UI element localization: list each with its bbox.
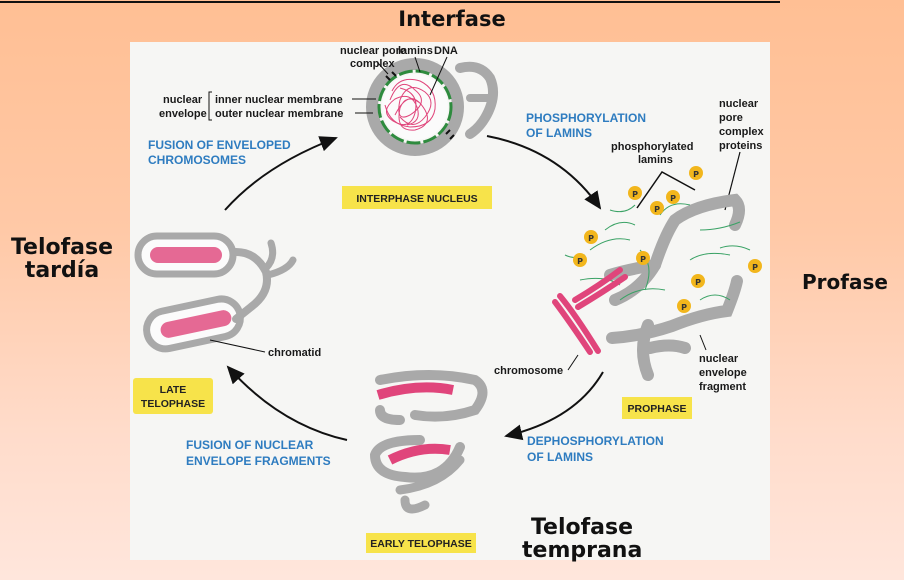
phosphate-icon: P (666, 190, 680, 204)
cycle-arrows (224, 135, 604, 441)
label-nuclear: nuclear (163, 94, 203, 106)
stage-box-late-telophase: LATE TELOPHASE (133, 378, 213, 414)
label-dephosphorylation: DEPHOSPHORYLATION (527, 434, 664, 448)
svg-text:P: P (670, 194, 676, 203)
label-of-lamins-1: OF LAMINS (526, 126, 592, 140)
title-telofase-temprana-line1: Telofase (530, 515, 634, 540)
phosphate-icon: P (748, 259, 762, 273)
svg-text:PROPHASE: PROPHASE (628, 403, 687, 415)
phosphate-icon: P (573, 253, 587, 267)
er-membrane (455, 61, 499, 139)
title-telofase-tardia-line1: Telofase (10, 235, 114, 260)
label-chromosome: chromosome (494, 365, 563, 377)
stage-box-early-telophase: EARLY TELOPHASE (366, 533, 476, 553)
svg-text:P: P (632, 190, 638, 199)
phosphate-icon: P (677, 299, 691, 313)
early-telophase-nuclei (369, 370, 488, 514)
phosphate-icon: P (689, 166, 703, 180)
label-npc-nuclear: nuclear (719, 98, 759, 110)
late-telophase-nuclei (134, 232, 297, 353)
interphase-nucleus (366, 58, 499, 156)
phosphate-icon: P (628, 186, 642, 200)
svg-text:P: P (695, 278, 701, 287)
label-complex: complex (350, 58, 396, 70)
nuclear-lamina (377, 69, 453, 145)
svg-text:TELOPHASE: TELOPHASE (141, 398, 205, 410)
svg-text:LATE: LATE (160, 384, 187, 396)
condensed-chromosome (552, 267, 628, 355)
title-telofase-tardia-line2: tardía (24, 258, 100, 284)
phosphate-icon: P (636, 251, 650, 265)
stage-box-interphase: INTERPHASE NUCLEUS (342, 186, 492, 209)
label-npc-proteins: proteins (719, 140, 762, 152)
phosphate-groups: P P P P P P P P P P (573, 166, 762, 313)
title-telofase-temprana-line2: temprana (522, 538, 643, 564)
svg-text:P: P (640, 255, 646, 264)
top-border-line (0, 1, 780, 3)
label-phosphorylation: PHOSPHORYLATION (526, 111, 646, 125)
label-lamins: lamins (398, 45, 433, 57)
phosphate-icon: P (691, 274, 705, 288)
title-telofase-tardia: Telofase tardía (6, 236, 118, 282)
label-fusion-nuclear: FUSION OF NUCLEAR (186, 438, 314, 452)
label-fragment-nuclear: nuclear (699, 353, 739, 365)
arrow-early-to-late-telophase (226, 365, 348, 441)
interphase-annotations: nuclear pore complex lamins DNA nuclear … (159, 45, 458, 121)
label-envelope-fragments: ENVELOPE FRAGMENTS (186, 454, 331, 468)
title-telofase-temprana: Telofase temprana (522, 516, 642, 562)
label-phosphorylated: phosphorylated (611, 141, 694, 153)
dna-tangle (384, 78, 436, 131)
label-chromatid: chromatid (268, 347, 321, 359)
stage-box-prophase: PROPHASE (622, 397, 692, 419)
label-lamins-p: lamins (638, 154, 673, 166)
label-nuclear-pore: nuclear pore (340, 45, 406, 57)
label-fragment-envelope: envelope (699, 367, 747, 379)
label-dna: DNA (434, 45, 458, 57)
label-fragment-fragment: fragment (699, 381, 746, 393)
outer-nuclear-membrane (366, 58, 464, 156)
svg-text:P: P (693, 170, 699, 179)
svg-text:EARLY TELOPHASE: EARLY TELOPHASE (370, 538, 472, 550)
label-fusion-enveloped: FUSION OF ENVELOPED (148, 138, 291, 152)
label-npc-complex: complex (719, 126, 765, 138)
arrow-prophase-to-early-telophase (504, 371, 604, 441)
label-inner-nuclear-membrane: inner nuclear membrane (215, 94, 343, 106)
title-profase: Profase (802, 270, 888, 294)
label-npc-pore: pore (719, 112, 743, 124)
arrow-late-telophase-to-interphase (224, 136, 338, 211)
phosphate-icon: P (650, 201, 664, 215)
title-interfase: Interfase (398, 7, 506, 31)
label-outer-nuclear-membrane: outer nuclear membrane (215, 108, 343, 120)
envelope-fragments (604, 193, 745, 381)
svg-text:P: P (577, 257, 583, 266)
svg-text:INTERPHASE NUCLEUS: INTERPHASE NUCLEUS (356, 193, 477, 205)
svg-text:P: P (752, 263, 758, 272)
phosphate-icon: P (584, 230, 598, 244)
svg-text:P: P (588, 234, 594, 243)
svg-text:P: P (654, 205, 660, 214)
label-of-lamins-2: OF LAMINS (527, 450, 593, 464)
label-envelope: envelope (159, 108, 207, 120)
nuclear-pore-complexes (385, 71, 455, 140)
arrow-interphase-to-prophase (486, 135, 602, 210)
label-chromosomes: CHROMOSOMES (148, 153, 246, 167)
svg-text:P: P (681, 303, 687, 312)
